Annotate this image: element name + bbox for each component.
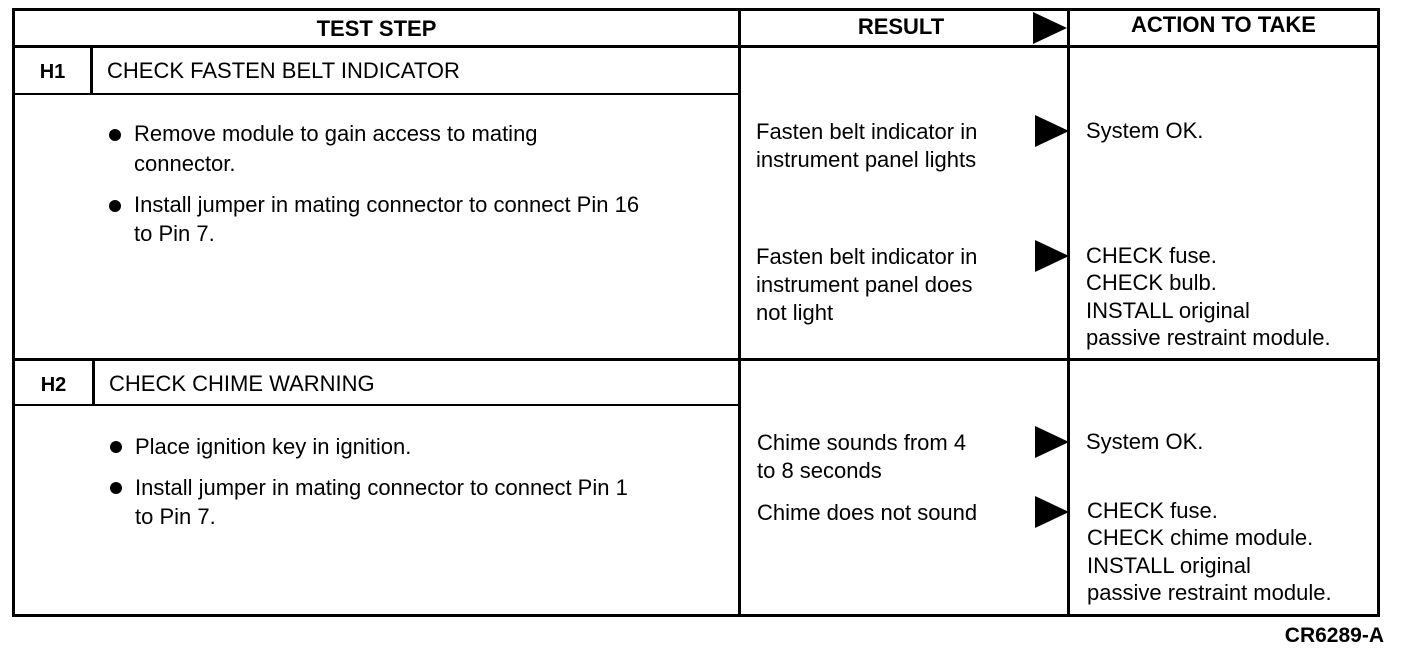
result-arrow-icon (1035, 115, 1069, 147)
step-instruction: to Pin 7. (134, 221, 215, 246)
h2-id-divider (92, 360, 95, 405)
action-text: INSTALL original (1086, 298, 1250, 323)
step-instruction: connector. (134, 151, 236, 176)
action-text: CHECK fuse. (1086, 243, 1217, 268)
step-id: H1 (39, 61, 66, 83)
bullet-icon (109, 200, 121, 212)
h1-title-divider (12, 93, 739, 95)
step-instruction: to Pin 7. (135, 504, 216, 529)
action-text: INSTALL original (1087, 553, 1251, 578)
result-text: Fasten belt indicator in (756, 119, 978, 144)
figure-code: CR6289-A (1284, 624, 1384, 647)
table-border-top (12, 8, 1380, 11)
step-instruction: Remove module to gain access to mating (134, 121, 538, 146)
result-arrow-icon (1035, 426, 1069, 458)
header-arrow-icon (1033, 12, 1067, 44)
action-text: CHECK chime module. (1087, 525, 1314, 550)
step-title: CHECK CHIME WARNING (109, 371, 375, 396)
action-text: System OK. (1086, 429, 1204, 454)
header-test-step: TEST STEP (316, 16, 437, 41)
step-title: CHECK FASTEN BELT INDICATOR (107, 58, 460, 83)
table-border-left (12, 8, 15, 617)
column-divider-result (738, 8, 741, 617)
result-text: Fasten belt indicator in (756, 244, 978, 269)
h2-title-divider (12, 404, 739, 406)
header-action: ACTION TO TAKE (1131, 12, 1316, 37)
bullet-icon (110, 441, 122, 453)
section-divider (12, 358, 1380, 361)
result-arrow-icon (1035, 496, 1069, 528)
result-text: Chime sounds from 4 (757, 430, 967, 455)
table-border-bottom (12, 614, 1380, 617)
step-instruction: Install jumper in mating connector to co… (135, 475, 628, 500)
header-result: RESULT (857, 14, 945, 39)
result-text: to 8 seconds (757, 458, 882, 483)
action-text: CHECK fuse. (1087, 498, 1218, 523)
result-text: instrument panel does (756, 272, 973, 297)
column-divider-action (1067, 8, 1070, 617)
result-text: instrument panel lights (756, 147, 977, 172)
step-instruction: Place ignition key in ignition. (135, 434, 412, 459)
table-border-right (1377, 8, 1380, 617)
step-instruction: Install jumper in mating connector to co… (134, 192, 640, 217)
result-text: not light (756, 300, 834, 325)
result-text: Chime does not sound (757, 500, 978, 525)
h1-id-divider (90, 47, 93, 94)
action-text: System OK. (1086, 118, 1204, 143)
header-divider (12, 45, 1380, 48)
bullet-icon (110, 482, 122, 494)
step-id: H2 (40, 374, 67, 396)
action-text: CHECK bulb. (1086, 270, 1217, 295)
result-arrow-icon (1035, 240, 1069, 272)
action-text: passive restraint module. (1086, 325, 1331, 350)
action-text: passive restraint module. (1087, 580, 1332, 605)
bullet-icon (109, 129, 121, 141)
